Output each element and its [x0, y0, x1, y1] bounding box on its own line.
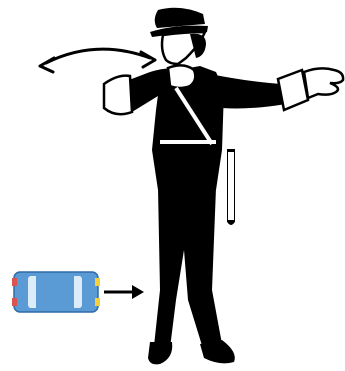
right-shoe	[200, 340, 235, 363]
officer-legs	[154, 188, 222, 352]
extended-arm	[210, 74, 286, 109]
left-shoe	[148, 342, 172, 364]
chest-glove	[168, 65, 195, 88]
taillight	[12, 278, 17, 286]
headlight	[95, 278, 100, 286]
headlight	[95, 298, 100, 306]
right-arrow-icon	[104, 285, 144, 299]
car-icon	[12, 272, 100, 312]
police-cap	[155, 8, 205, 28]
police-officer-figure	[104, 8, 343, 365]
extended-glove	[304, 68, 343, 98]
taillight	[12, 298, 17, 306]
swing-arc-arrow-icon	[40, 49, 155, 72]
